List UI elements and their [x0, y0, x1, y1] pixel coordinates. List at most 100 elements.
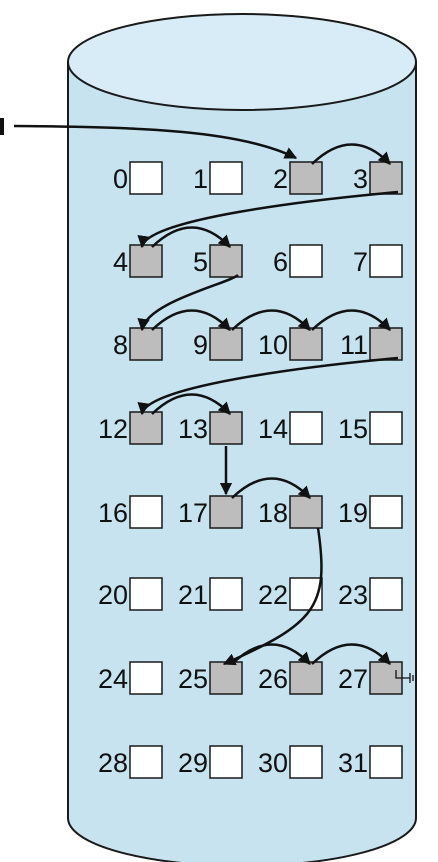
block-number-label: 31	[338, 748, 368, 778]
block-number-label: 25	[178, 664, 208, 694]
link-arrow-26-to-27	[311, 643, 391, 665]
pointer-to-start-arrow	[13, 124, 298, 160]
disk-block-16: 16	[98, 495, 163, 529]
disk-block-13: 13	[178, 411, 243, 445]
block-number-label: 30	[258, 748, 288, 778]
block-number-label: 15	[338, 414, 368, 444]
used-block-box	[129, 327, 163, 361]
link-arrow-5-to-8	[137, 273, 239, 332]
free-block-box	[289, 411, 323, 445]
disk-block-3: 3	[353, 161, 403, 195]
block-number-label: 16	[98, 498, 128, 528]
used-block-box	[209, 244, 243, 278]
disk-block-28: 28	[98, 745, 163, 779]
disk-block-12: 12	[98, 411, 163, 445]
used-block-box	[369, 161, 403, 195]
block-number-label: 7	[353, 247, 368, 277]
used-block-box	[369, 327, 403, 361]
link-arrow-17-to-18	[231, 477, 311, 499]
free-block-box	[129, 577, 163, 611]
block-number-label: 13	[178, 414, 208, 444]
disk-block-26: 26	[258, 661, 323, 695]
disk-block-24: 24	[98, 661, 163, 695]
disk-block-2: 2	[273, 161, 323, 195]
free-block-box	[209, 161, 243, 195]
block-number-label: 10	[258, 330, 288, 360]
disk-block-10: 10	[258, 327, 323, 361]
free-block-box	[129, 161, 163, 195]
link-arrow-25-to-26	[231, 643, 311, 665]
disk-block-18: 18	[258, 495, 323, 529]
used-block-box	[289, 161, 323, 195]
block-number-label: 28	[98, 748, 128, 778]
disk-block-6: 6	[273, 244, 323, 278]
link-arrow-2-to-3	[311, 143, 391, 165]
directory-pointer	[0, 118, 298, 160]
disk-block-25: 25	[178, 661, 243, 695]
disk-block-0: 0	[113, 161, 163, 195]
free-block-box	[289, 745, 323, 779]
disk-block-23: 23	[338, 577, 403, 611]
disk-top	[67, 13, 417, 111]
disk-block-5: 5	[193, 244, 243, 278]
link-arrow-12-to-13	[151, 393, 231, 415]
link-arrow-9-to-10	[231, 309, 311, 331]
block-number-label: 29	[178, 748, 208, 778]
block-number-label: 14	[258, 414, 288, 444]
pointer-source-mark	[0, 118, 4, 135]
used-block-box	[209, 495, 243, 529]
block-number-label: 17	[178, 498, 208, 528]
link-arrow-18-to-25	[222, 527, 323, 666]
free-block-box	[369, 495, 403, 529]
block-number-label: 24	[98, 664, 128, 694]
block-number-label: 22	[258, 580, 288, 610]
free-block-box	[369, 745, 403, 779]
block-number-label: 20	[98, 580, 128, 610]
free-block-box	[209, 577, 243, 611]
free-block-box	[129, 661, 163, 695]
block-number-label: 4	[113, 247, 128, 277]
link-arrow-4-to-5	[151, 226, 231, 248]
disk-block-4: 4	[113, 244, 163, 278]
free-block-box	[369, 411, 403, 445]
block-number-label: 1	[193, 164, 208, 194]
end-of-chain-icon	[395, 670, 417, 683]
block-number-label: 6	[273, 247, 288, 277]
disk-block-8: 8	[113, 327, 163, 361]
block-number-label: 9	[193, 330, 208, 360]
block-number-label: 18	[258, 498, 288, 528]
block-number-label: 3	[353, 164, 368, 194]
used-block-box	[209, 411, 243, 445]
block-number-label: 27	[338, 664, 368, 694]
disk-block-11: 11	[340, 327, 403, 361]
link-arrow-11-to-12	[137, 356, 399, 416]
disk-block-31: 31	[338, 745, 403, 779]
block-number-label: 11	[340, 330, 368, 360]
block-number-label: 19	[338, 498, 368, 528]
used-block-box	[289, 495, 323, 529]
block-number-label: 8	[113, 330, 128, 360]
free-block-box	[129, 495, 163, 529]
block-number-label: 23	[338, 580, 368, 610]
block-number-label: 5	[193, 247, 208, 277]
disk-block-1: 1	[193, 161, 243, 195]
free-block-box	[209, 745, 243, 779]
block-number-label: 12	[98, 414, 128, 444]
link-arrows	[137, 143, 399, 666]
used-block-box	[209, 327, 243, 361]
used-block-box	[289, 661, 323, 695]
used-block-box	[289, 327, 323, 361]
disk-block-30: 30	[258, 745, 323, 779]
block-number-label: 21	[178, 580, 208, 610]
used-block-box	[209, 661, 243, 695]
disk-block-15: 15	[338, 411, 403, 445]
disk-block-9: 9	[193, 327, 243, 361]
disk-block-19: 19	[338, 495, 403, 529]
disk-block-17: 17	[178, 495, 243, 529]
link-arrow-8-to-9	[151, 309, 231, 331]
free-block-box	[369, 244, 403, 278]
used-block-box	[129, 411, 163, 445]
block-number-label: 2	[273, 164, 288, 194]
